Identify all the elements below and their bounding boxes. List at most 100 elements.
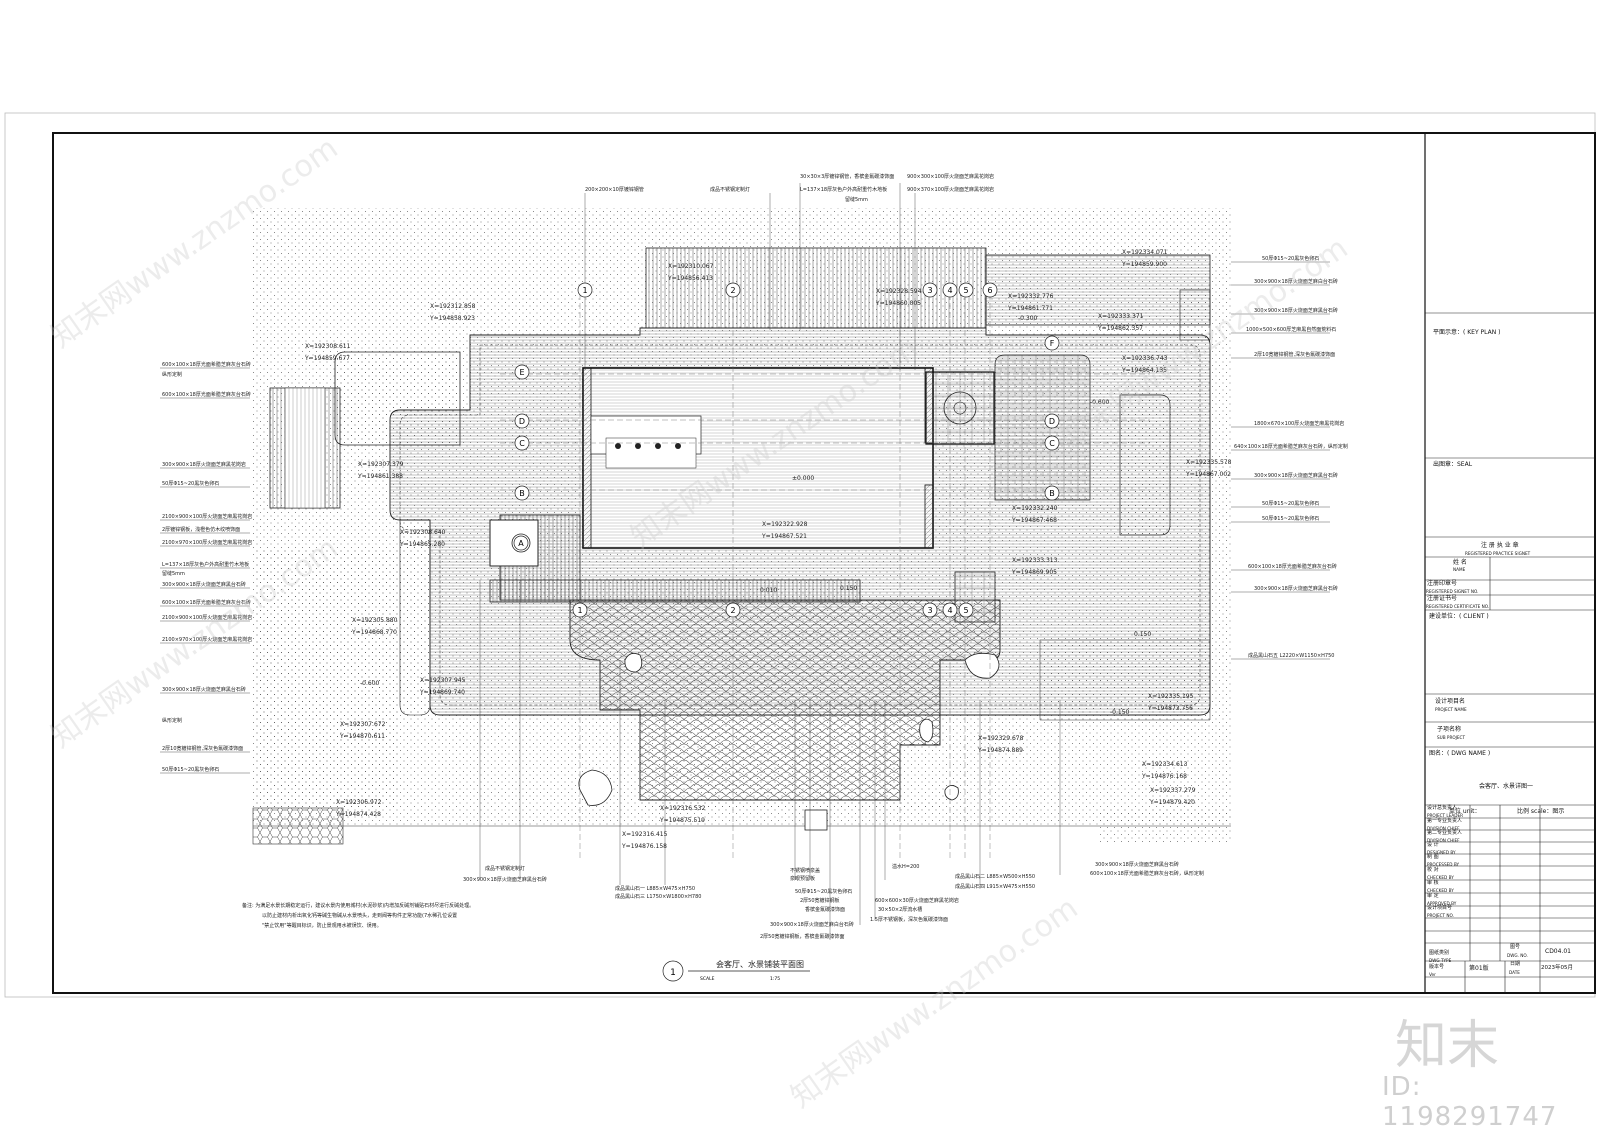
elev-6: 0.150 bbox=[1134, 631, 1151, 638]
svg-text:X=192332.776: X=192332.776 bbox=[1008, 293, 1054, 300]
svg-text:2100×970×100厚火烧面芝麻黑花岗岩: 2100×970×100厚火烧面芝麻黑花岗岩 bbox=[162, 636, 252, 643]
plan-annotations: ±0.000 -0.600 0.010 0.150 -0.300 -0.600 … bbox=[304, 249, 1232, 850]
bottom-leaders bbox=[479, 580, 1061, 940]
svg-text:Y=194879.420: Y=194879.420 bbox=[1149, 799, 1195, 806]
drawing-frame bbox=[52, 132, 1596, 994]
svg-text:Y=194859.677: Y=194859.677 bbox=[304, 355, 350, 362]
svg-text:Y=194864.135: Y=194864.135 bbox=[1121, 367, 1167, 374]
svg-text:Y=194874.889: Y=194874.889 bbox=[977, 747, 1023, 754]
svg-text:900×300×100厚火烧面芝麻黑花岗岩: 900×300×100厚火烧面芝麻黑花岗岩 bbox=[907, 173, 994, 180]
svg-text:300×900×18厚火烧面芝麻黑花岗岩: 300×900×18厚火烧面芝麻黑花岗岩 bbox=[162, 461, 246, 468]
svg-text:2厚镀锌钢板，浅橙色仿木纹喷饰面: 2厚镀锌钢板，浅橙色仿木纹喷饰面 bbox=[162, 526, 240, 533]
svg-text:Y=194867.521: Y=194867.521 bbox=[761, 533, 807, 540]
marker-d2: D bbox=[1049, 417, 1055, 426]
svg-text:Y=194856.413: Y=194856.413 bbox=[667, 275, 713, 282]
dwg-name: 会客厅、水景详图一 bbox=[1479, 783, 1534, 790]
svg-text:X=192329.678: X=192329.678 bbox=[978, 735, 1024, 742]
marker-b2: B bbox=[1049, 489, 1055, 498]
client-label: 建设单位：( CLIENT ) bbox=[1429, 613, 1489, 620]
svg-text:X=192305.880: X=192305.880 bbox=[352, 617, 398, 624]
svg-text:600×100×18厚光面希腊芝麻灰台石砖: 600×100×18厚光面希腊芝麻灰台石砖 bbox=[162, 361, 251, 368]
left-leaders bbox=[160, 367, 250, 774]
svg-text:L=137×18厚灰色户外高耐重竹木地板: L=137×18厚灰色户外高耐重竹木地板 bbox=[162, 561, 249, 568]
marker-c: C bbox=[519, 439, 525, 448]
svg-text:X=192328.594: X=192328.594 bbox=[876, 288, 922, 295]
dwg-no-en: DWG. NO. bbox=[1507, 953, 1528, 958]
drawing-title: 会客厅、水景铺装平面图 bbox=[716, 959, 804, 969]
svg-text:600×100×18厚光面希腊芝麻灰台石砖: 600×100×18厚光面希腊芝麻灰台石砖 bbox=[162, 599, 251, 606]
elev-4: -0.300 bbox=[1018, 315, 1038, 322]
svg-text:50厚Φ15~20黑灰色卵石: 50厚Φ15~20黑灰色卵石 bbox=[1262, 255, 1319, 262]
svg-text:300×900×18厚火烧面芝麻黑台石砖: 300×900×18厚火烧面芝麻黑台石砖 bbox=[1254, 585, 1338, 592]
svg-text:成品不锈钢定制灯: 成品不锈钢定制灯 bbox=[710, 186, 750, 193]
sub-en: SUB PROJECT bbox=[1437, 735, 1466, 740]
svg-text:2厚10宽镀锌钢管,深灰色氟碳漆饰面: 2厚10宽镀锌钢管,深灰色氟碳漆饰面 bbox=[1254, 351, 1335, 358]
svg-text:X=192336.743: X=192336.743 bbox=[1122, 355, 1168, 362]
scale-value: 1:75 bbox=[770, 976, 780, 982]
stone-4 bbox=[964, 652, 1000, 679]
axis-2: 2 bbox=[730, 286, 735, 295]
svg-text:X=192316.532: X=192316.532 bbox=[660, 805, 706, 812]
svg-text:50厚Φ15~20黑灰色卵石: 50厚Φ15~20黑灰色卵石 bbox=[1262, 515, 1319, 522]
title-block-lines bbox=[1425, 312, 1595, 993]
svg-text:留缝5mm: 留缝5mm bbox=[845, 196, 868, 203]
svg-text:1.5厚不锈钢板，深灰色氟碳漆饰面: 1.5厚不锈钢板，深灰色氟碳漆饰面 bbox=[870, 916, 948, 923]
watermark-id: ID: 1198291747 bbox=[1382, 1072, 1558, 1132]
dwg-name-cn: 图名：( DWG NAME ) bbox=[1429, 750, 1491, 757]
svg-text:Y=194859.900: Y=194859.900 bbox=[1121, 261, 1167, 268]
svg-text:成品黑山石三 L1750×W1800×H780: 成品黑山石三 L1750×W1800×H780 bbox=[615, 893, 701, 900]
axis-1: 1 bbox=[582, 286, 587, 295]
svg-text:300×900×18厚火烧面芝麻白台石砖: 300×900×18厚火烧面芝麻白台石砖 bbox=[770, 921, 854, 928]
svg-text:50厚Φ15~20黑灰色卵石: 50厚Φ15~20黑灰色卵石 bbox=[162, 766, 219, 773]
svg-text:600×100×18厚光面希腊芝麻灰台石砖，纵形定制: 600×100×18厚光面希腊芝麻灰台石砖，纵形定制 bbox=[1090, 870, 1204, 877]
svg-text:X=192307.945: X=192307.945 bbox=[420, 677, 466, 684]
svg-text:600×600×30厚火烧面芝麻黑花岗岩: 600×600×30厚火烧面芝麻黑花岗岩 bbox=[875, 897, 959, 904]
svg-text:备注: 为满足水景长期稳定运行，建议水景内使用城村(水泥砂浆: 备注: 为满足水景长期稳定运行，建议水景内使用城村(水泥砂浆)内增加反碱剂铺贴石… bbox=[242, 902, 474, 909]
version-en: Ver bbox=[1429, 972, 1436, 977]
svg-text:以防止建材内析出氧化钙等碱生物碱从水景喷头，走到阀等构件正常: 以防止建材内析出氧化钙等碱生物碱从水景喷头，走到阀等构件正常功能(7水稀孔位设置 bbox=[262, 912, 457, 919]
signet-cn: 注册印章号 bbox=[1427, 580, 1458, 587]
svg-text:不锈钢喷泉盖: 不锈钢喷泉盖 bbox=[790, 867, 820, 874]
svg-text:50厚Φ15~20黑灰色卵石: 50厚Φ15~20黑灰色卵石 bbox=[162, 480, 219, 487]
marker-f: F bbox=[1050, 339, 1055, 348]
elev-7: -0.150 bbox=[1110, 709, 1130, 716]
svg-text:X=192307.379: X=192307.379 bbox=[358, 461, 404, 468]
axis-b3: 3 bbox=[927, 606, 932, 615]
svg-text:成品不锈钢定制灯: 成品不锈钢定制灯 bbox=[485, 865, 525, 872]
svg-text:300×900×18厚火烧面芝麻黑台石砖: 300×900×18厚火烧面芝麻黑台石砖 bbox=[1095, 861, 1179, 868]
svg-text:Y=194870.611: Y=194870.611 bbox=[339, 733, 385, 740]
svg-text:成品黑山石四 L915×W475×H550: 成品黑山石四 L915×W475×H550 bbox=[955, 883, 1035, 890]
reg-title: 注 册 执 业 章 bbox=[1481, 542, 1519, 549]
elev-0: ±0.000 bbox=[792, 475, 814, 482]
svg-text:Y=194867.468: Y=194867.468 bbox=[1011, 517, 1057, 524]
elev-5: -0.600 bbox=[1090, 399, 1110, 406]
svg-text:200×200×10厚镀锌钢管: 200×200×10厚镀锌钢管 bbox=[585, 186, 644, 193]
signet-en: REGISTERED SIGNET NO. bbox=[1426, 589, 1479, 594]
svg-text:30×30×3厚镀锌钢管，香槟金氟碳漆饰面: 30×30×3厚镀锌钢管，香槟金氟碳漆饰面 bbox=[800, 173, 894, 180]
axis-4: 4 bbox=[947, 286, 952, 295]
svg-text:留缝5mm: 留缝5mm bbox=[162, 570, 185, 577]
name-cn: 姓 名 bbox=[1453, 559, 1467, 566]
svg-text:2厚50宽镀锌钢板: 2厚50宽镀锌钢板 bbox=[800, 897, 840, 904]
svg-text:Y=194868.770: Y=194868.770 bbox=[351, 629, 397, 636]
drawing-title-block: 1 会客厅、水景铺装平面图 SCALE 1:75 bbox=[662, 959, 810, 982]
marker-d: D bbox=[519, 417, 525, 426]
svg-text:2100×970×100厚火烧面芝麻黑花岗岩: 2100×970×100厚火烧面芝麻黑花岗岩 bbox=[162, 539, 252, 546]
svg-text:1000×500×600厚芝麻黑自然面荒料石: 1000×500×600厚芝麻黑自然面荒料石 bbox=[1246, 326, 1336, 333]
svg-text:Y=194860.005: Y=194860.005 bbox=[875, 300, 921, 307]
seal-label: 出图章：SEAL bbox=[1433, 461, 1473, 468]
svg-text:900×370×100厚火烧面芝麻黑花岗岩: 900×370×100厚火烧面芝麻黑花岗岩 bbox=[907, 186, 994, 193]
svg-text:X=192308.640: X=192308.640 bbox=[400, 529, 446, 536]
svg-text:600×100×18厚光面希腊芝麻灰台石砖: 600×100×18厚光面希腊芝麻灰台石砖 bbox=[162, 391, 251, 398]
project-cn: 设计项目名 bbox=[1435, 698, 1466, 705]
version: 第01版 bbox=[1469, 965, 1489, 972]
svg-text:X=192308.611: X=192308.611 bbox=[305, 343, 351, 350]
marker-e: E bbox=[519, 368, 524, 377]
elev-1: -0.600 bbox=[360, 680, 380, 687]
svg-text:纵形定制: 纵形定制 bbox=[162, 371, 182, 378]
svg-text:300×900×18厚火烧面芝麻黑台石砖: 300×900×18厚火烧面芝麻黑台石砖 bbox=[162, 581, 246, 588]
drawing-notes: 备注: 为满足水景长期稳定运行，建议水景内使用城村(水泥砂浆)内增加反碱剂铺贴石… bbox=[242, 902, 474, 929]
axis-b2: 2 bbox=[730, 606, 735, 615]
svg-text:Y=194865.280: Y=194865.280 bbox=[399, 541, 445, 548]
